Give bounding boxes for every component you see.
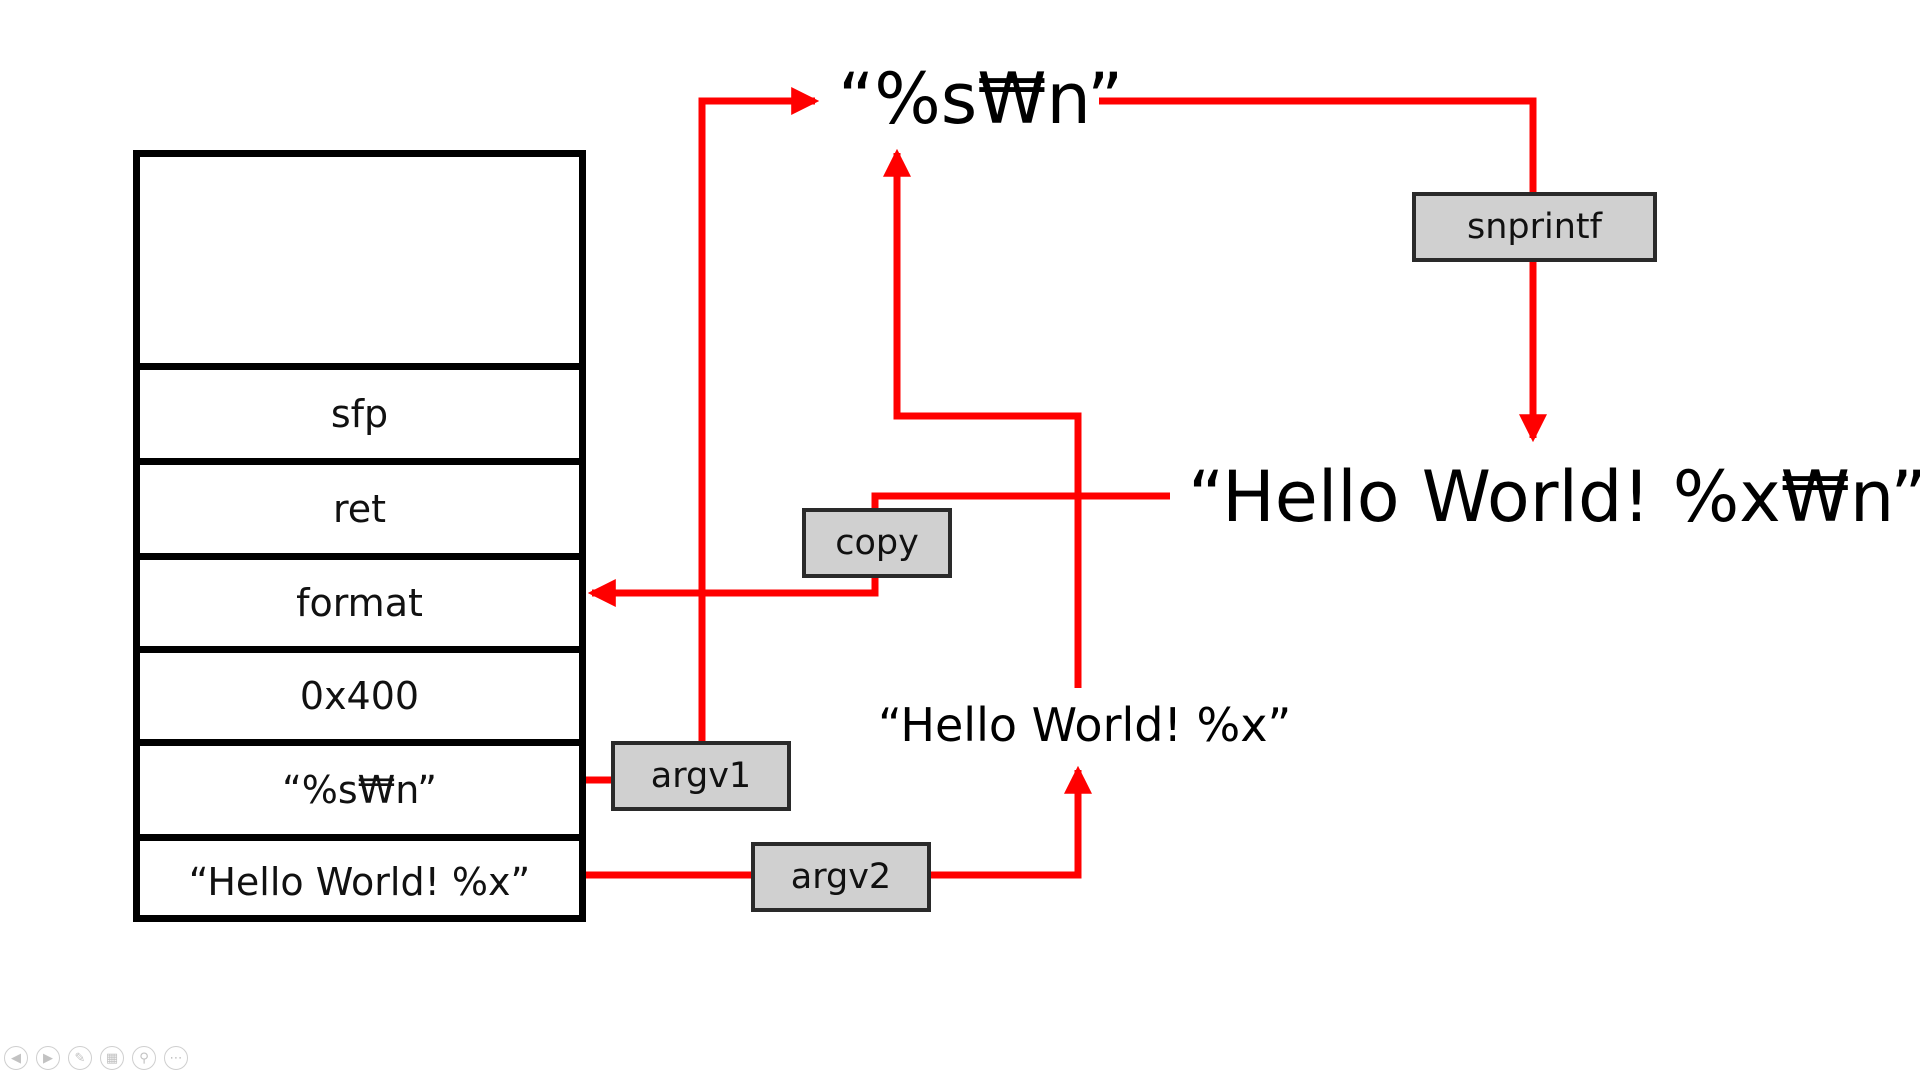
label-argv2: argv2 (751, 842, 931, 912)
stack-cell-argv2: “Hello World! %x” (140, 834, 579, 922)
stack-cell-0x400: 0x400 (140, 646, 579, 739)
arrow-format-string-to-snprintf (1099, 97, 1547, 443)
pen-icon[interactable]: ✎ (68, 1046, 92, 1070)
stack-cell-format: format (140, 553, 579, 646)
stack-cell-argv1: “%s₩n” (140, 739, 579, 834)
format-string-text: “%s₩n” (838, 58, 1124, 140)
arrow-argv2-to-string (586, 765, 1092, 879)
next-icon[interactable]: ▶ (36, 1046, 60, 1070)
presentation-toolbar: ◀ ▶ ✎ ▦ ⚲ ⋯ (4, 1046, 188, 1072)
stack-cell-sfp: sfp (140, 363, 579, 458)
stack-cell-ret: ret (140, 458, 579, 553)
label-copy: copy (802, 508, 952, 578)
stack-frame: sfp ret format 0x400 “%s₩n” “Hello World… (133, 150, 586, 922)
argv2-string-text: “Hello World! %x” (878, 698, 1292, 752)
more-icon[interactable]: ⋯ (164, 1046, 188, 1070)
slides-icon[interactable]: ▦ (100, 1046, 124, 1070)
prev-icon[interactable]: ◀ (4, 1046, 28, 1070)
result-string-text: “Hello World! %x₩n” (1188, 456, 1920, 538)
arrow-argv1-to-format-string (698, 87, 820, 742)
zoom-icon[interactable]: ⚲ (132, 1046, 156, 1070)
label-argv1: argv1 (611, 741, 791, 811)
label-snprintf: snprintf (1412, 192, 1657, 262)
arrow-argv2-string-to-format-string (883, 148, 1082, 688)
stack-cell-top (140, 157, 579, 363)
